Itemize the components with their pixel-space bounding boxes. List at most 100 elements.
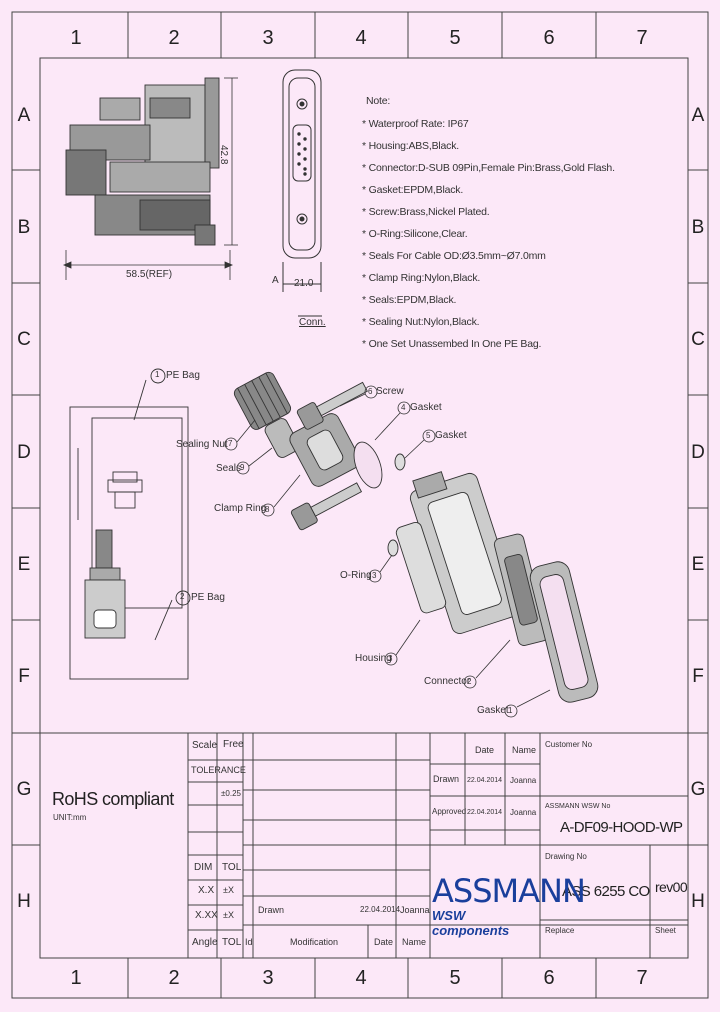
view-label: A [272, 275, 279, 286]
column-label: 6 [543, 27, 555, 49]
dimension-connector-width: 21.0 [294, 278, 314, 289]
callout-number: 4 [401, 403, 406, 412]
row-label: E [691, 554, 705, 575]
note-item: * Housing:ABS,Black. [362, 140, 459, 152]
note-item: * Clamp Ring:Nylon,Black. [362, 272, 481, 284]
column-label: 5 [449, 967, 461, 989]
note-item: * Seals For Cable OD:Ø3.5mm~Ø7.0mm [362, 250, 546, 262]
row-label: C [17, 329, 31, 350]
part-label-gasket: Gasket [477, 705, 509, 716]
row-label: E [17, 554, 31, 575]
callout-number: 9 [240, 463, 245, 472]
row-label: B [691, 217, 705, 238]
approved-label: Approved [432, 807, 467, 816]
column-label: 2 [168, 27, 180, 49]
approved-name: Joanna [510, 808, 537, 817]
column-label: 6 [543, 967, 555, 989]
date-header: Date [475, 745, 495, 755]
scale-value: Free [223, 739, 244, 750]
revision-name-header: Name [402, 937, 427, 947]
drawing-number: ASS 6255 CO [562, 883, 650, 900]
drawn-name: Joanna [510, 776, 537, 785]
row-label: G [690, 779, 706, 800]
part-label-housing: Housing [355, 653, 392, 664]
notes-title: Note: [366, 95, 391, 107]
callout-number: 2 [180, 592, 185, 601]
row-label: C [691, 329, 705, 350]
row-label: A [17, 105, 31, 126]
customer-no-label: Customer No [545, 740, 593, 749]
part-label-gasket: Gasket [435, 430, 467, 441]
part-label-screw: Screw [376, 386, 404, 397]
revision-name: Joanna [400, 905, 430, 915]
column-label: 4 [355, 967, 367, 989]
callout-number: 8 [265, 505, 270, 514]
note-item: * Connector:D-SUB 09Pin,Female Pin:Brass… [362, 162, 615, 174]
revision-date-header: Date [374, 937, 394, 947]
dim-label: DIM [194, 862, 213, 873]
row-label: D [17, 442, 31, 463]
note-item: * Seals:EPDM,Black. [362, 294, 457, 306]
part-number: A-DF09-HOOD-WP [560, 819, 683, 836]
unit-label: UNIT:mm [53, 813, 87, 822]
name-header: Name [512, 745, 537, 755]
dim-x2: X.XX [195, 910, 218, 921]
tolerance-label: TOLERANCE [191, 765, 246, 775]
pe-bag-label: PE Bag [166, 370, 200, 381]
row-label: A [691, 105, 705, 126]
dimension-height: 42.8 [218, 145, 229, 165]
revision-drawn: Drawn [258, 905, 285, 915]
row-label: H [691, 891, 705, 912]
column-label: 4 [355, 27, 367, 49]
approved-date: 22.04.2014 [467, 809, 503, 816]
callout-number: 1 [508, 706, 513, 715]
revision-modification-header: Modification [290, 937, 339, 947]
note-item: * One Set Unassembed In One PE Bag. [362, 338, 542, 350]
note-item: * Sealing Nut:Nylon,Black. [362, 316, 480, 328]
dim-x1: X.X [198, 885, 215, 896]
part-label-seals: Seals [216, 463, 242, 474]
replace-label: Replace [545, 926, 575, 935]
callout-number: 6 [368, 387, 373, 396]
column-label: 3 [262, 27, 274, 49]
part-label-clamp-ring: Clamp Ring [214, 503, 267, 514]
column-label: 7 [636, 27, 648, 49]
part-label-gasket: Gasket [410, 402, 442, 413]
column-label: 1 [70, 27, 82, 49]
column-label: 3 [262, 967, 274, 989]
drawn-date: 22.04.2014 [467, 777, 503, 784]
note-item: * Screw:Brass,Nickel Plated. [362, 206, 490, 218]
drawing-no-label: Drawing No [545, 852, 587, 861]
row-label: H [17, 891, 31, 912]
scale-label: Scale [192, 740, 218, 751]
row-label: B [17, 217, 31, 238]
row-label: F [18, 666, 30, 687]
callout-number: 3 [388, 654, 393, 663]
note-item: * Gasket:EPDM,Black. [362, 184, 464, 196]
revision-number: rev00 [655, 879, 688, 895]
logo-wordmark: ASSMANN [432, 872, 586, 910]
row-label: G [16, 779, 32, 800]
callout-number: 5 [426, 431, 431, 440]
revision-date: 22.04.2014 [360, 905, 401, 914]
assmann-logo: ASSMANN WSW components [430, 872, 586, 938]
callout-number: 2 [467, 677, 472, 686]
pe-bag-label: PE Bag [191, 592, 225, 603]
drawn-label: Drawn [433, 774, 460, 784]
note-item: * O-Ring:Silicone,Clear. [362, 228, 468, 240]
part-label-connector: Connector [424, 676, 471, 687]
callout-number: 3 [372, 571, 377, 580]
dimension-width: 58.5(REF) [126, 269, 173, 280]
column-label: 2 [168, 967, 180, 989]
view-caption: Conn. [299, 317, 326, 328]
logo-subtitle: WSW components [432, 908, 510, 938]
column-label: 5 [449, 27, 461, 49]
part-label-sealing-nut: Sealing Nut [176, 439, 228, 450]
tol-x1: ±X [223, 885, 234, 895]
column-label: 1 [70, 967, 82, 989]
tolerance-value: ±0.25 [221, 789, 241, 798]
callout-number: 1 [155, 370, 160, 379]
callout-number: 7 [228, 439, 233, 448]
